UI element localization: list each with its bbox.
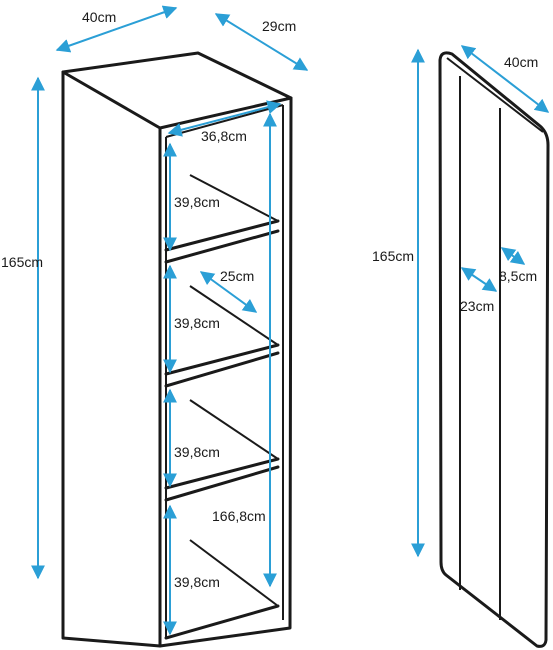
- width-arrow: [55, 5, 178, 53]
- label-inner-width: 36,8cm: [201, 128, 247, 144]
- door-width-arrow: [460, 45, 550, 113]
- shelf-bottom-underside: [189, 539, 279, 607]
- label-inner-height: 166,8cm: [212, 508, 266, 524]
- label-height: 165cm: [1, 254, 43, 270]
- shelf-bottom: [164, 604, 280, 640]
- shelf-1: [164, 219, 280, 264]
- door-thickness-b-arrow: [460, 267, 498, 292]
- door-panel-dimensions: [411, 45, 550, 558]
- label-door-height: 165cm: [372, 248, 414, 264]
- label-depth: 29cm: [262, 18, 296, 34]
- label-compartment-2: 39,8cm: [174, 315, 220, 331]
- shelf-unit-dimensions: [31, 5, 309, 636]
- depth-arrow: [214, 13, 309, 71]
- shelf-unit-top: [61, 51, 293, 130]
- door-panel-outline: [438, 51, 550, 648]
- shelf-unit-front-frame: [158, 96, 293, 648]
- label-door-width: 40cm: [504, 54, 538, 70]
- shelf-3: [164, 457, 280, 502]
- shelf-2: [164, 343, 280, 388]
- label-compartment-1: 39,8cm: [174, 194, 220, 210]
- label-compartment-4: 39,8cm: [174, 574, 220, 590]
- label-door-thickness-b: 23cm: [460, 298, 494, 314]
- shelf-unit-inner-frame: [165, 104, 284, 638]
- door-panel-drawing: [438, 51, 550, 648]
- label-door-thickness-a: 8,5cm: [499, 268, 537, 284]
- label-shelf-depth: 25cm: [220, 268, 254, 284]
- shelf-unit-left-side: [61, 70, 162, 648]
- door-thickness-a-arrow: [500, 247, 526, 265]
- shelf-unit-drawing: [61, 51, 293, 648]
- label-width: 40cm: [82, 9, 116, 25]
- label-compartment-3: 39,8cm: [174, 444, 220, 460]
- shelf-depth-arrow: [199, 271, 258, 313]
- inner-width-arrow: [167, 100, 282, 137]
